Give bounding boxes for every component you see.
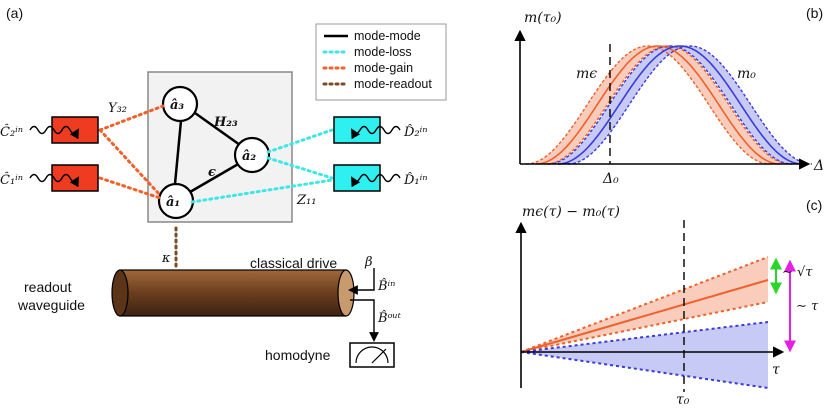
coupling-h23: H₂₃ <box>213 115 238 130</box>
port-d2-label: D̂₂ⁱⁿ <box>403 124 428 140</box>
plot-b-tick-delta0: Δ₀ <box>602 171 619 187</box>
plot-b-label-m-0: m₀ <box>737 66 756 82</box>
waveguide-label-line2: waveguide <box>17 297 85 313</box>
waveguide-label-line1: readout <box>24 279 72 295</box>
legend-label-mode-readout: mode-readout <box>354 77 432 91</box>
legend: mode-mode mode-loss mode-gain mode-reado… <box>315 23 447 101</box>
c1-wave-icon <box>29 173 79 188</box>
series-m-0 <box>557 45 803 165</box>
edge-a1-a2 <box>189 161 241 194</box>
band-m-eps-upper-edge <box>525 45 771 165</box>
plot-c <box>515 220 796 392</box>
plot-c-tau-label: ∼ τ <box>796 299 819 314</box>
homodyne-meter-icon <box>349 342 395 368</box>
homodyne-label: homodyne <box>265 347 331 363</box>
band-m-eps-lower-edge <box>545 45 791 165</box>
band-difference-upper-edge <box>520 256 769 353</box>
b-out-arrow <box>350 299 379 342</box>
port-d1-box <box>333 164 381 192</box>
edge-a3-a2 <box>194 111 241 147</box>
port-d1-label: D̂₁ⁱⁿ <box>403 172 428 188</box>
gain-c2-a1 <box>98 128 162 197</box>
loss-a1-d1 <box>190 178 334 204</box>
port-c1-box <box>51 164 99 192</box>
coupling-kappa: κ <box>161 251 171 266</box>
d1-wave-icon <box>351 173 401 188</box>
plot-c-ylabel: mϵ(τ) − m₀(τ) <box>522 204 620 220</box>
panel-a-label: (a) <box>6 5 23 21</box>
port-c2-label: Ĉ₂ⁱⁿ <box>0 123 23 140</box>
gain-c1-a1 <box>98 176 162 200</box>
edge-a3-a1 <box>173 109 184 185</box>
plot-b-xlabel: Δ <box>813 158 824 174</box>
series-difference-mean <box>520 279 769 353</box>
coupling-y32: Y₃₂ <box>108 101 127 116</box>
gain-c2-a3 <box>98 104 165 132</box>
c2-wave-icon <box>29 125 79 140</box>
beta-label: β <box>364 255 373 270</box>
band-m-0-upper-edge <box>547 45 793 165</box>
band-m-0-lower-edge <box>567 45 813 165</box>
band-m-eps <box>526 46 790 164</box>
legend-label-mode-gain: mode-gain <box>354 61 413 75</box>
band-m-0 <box>548 46 812 164</box>
mode-a2-label: â₂ <box>242 149 256 164</box>
plot-b-label-m-eps: mϵ <box>576 66 597 82</box>
plot-c-xlabel: τ <box>772 362 780 378</box>
port-d2-box <box>333 116 381 144</box>
mode-a1-label: â₁ <box>166 195 180 210</box>
panel-c-label: (c) <box>806 197 822 213</box>
coupling-epsilon: ϵ <box>208 165 216 180</box>
coupling-z11: Z₁₁ <box>296 193 316 208</box>
mode-a3-label: â₃ <box>170 98 184 113</box>
b-in-label: B̂ⁱⁿ <box>377 278 395 294</box>
mode-a3 <box>161 85 199 123</box>
port-c1-label: Ĉ₁ⁱⁿ <box>0 171 23 188</box>
d2-wave-icon <box>351 125 401 140</box>
classical-drive-label: classical drive <box>250 255 337 271</box>
plot-c-tick-tau0: τ₀ <box>676 392 690 408</box>
band-zero <box>521 322 768 388</box>
plot-c-sqrt-tau-label: ∼ √τ <box>782 265 813 280</box>
series-m-eps <box>535 45 781 165</box>
loss-a2-d2 <box>266 128 334 154</box>
plot-b-ylabel: m(τ₀) <box>524 10 562 26</box>
plot-b <box>514 29 813 170</box>
band-difference-lower-edge <box>520 301 769 353</box>
legend-label-mode-loss: mode-loss <box>354 45 412 59</box>
panel-b-label: (b) <box>806 5 823 21</box>
readout-waveguide <box>111 269 355 317</box>
mode-a2 <box>233 136 271 174</box>
loss-a2-d1 <box>266 156 334 180</box>
b-in-arrow <box>348 268 375 295</box>
port-c2-box <box>51 116 99 144</box>
legend-label-mode-mode: mode-mode <box>354 29 421 43</box>
b-out-label: B̂ᵒᵘᵗ <box>377 310 402 326</box>
